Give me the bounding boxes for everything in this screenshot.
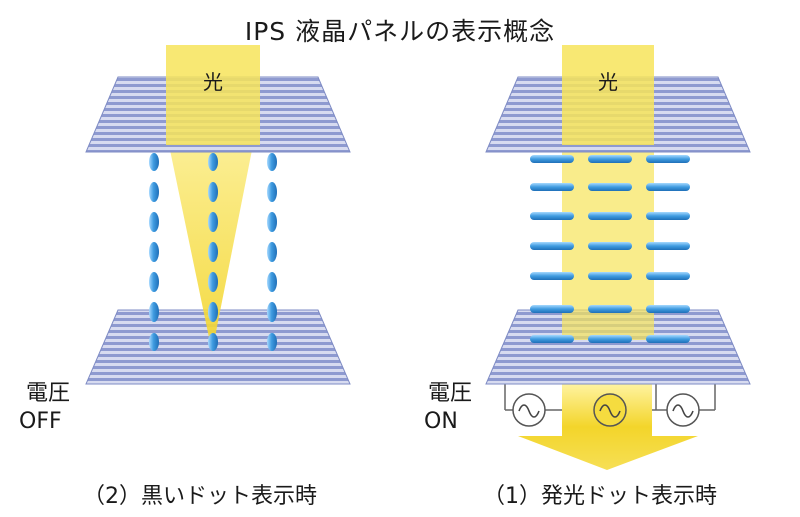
ac-source-icon xyxy=(666,393,700,427)
left-caption: （2）黒いドット表示時 xyxy=(83,484,317,509)
left-panel: 光 xyxy=(85,45,351,385)
right-light-beam xyxy=(562,45,654,145)
right-light-label: 光 xyxy=(598,70,618,94)
left-light-label: 光 xyxy=(203,70,223,94)
left-voltage-state: OFF xyxy=(19,409,62,434)
left-voltage-label: 電圧 xyxy=(26,381,71,406)
left-liquid-crystal-columns xyxy=(149,153,277,351)
diagram-title: IPS 液晶パネルの表示概念 xyxy=(244,17,556,46)
ac-source-icon xyxy=(593,393,627,427)
lc-column xyxy=(149,153,159,351)
right-caption: （1）発光ドット表示時 xyxy=(483,484,717,509)
right-voltage-label: 電圧 xyxy=(428,381,473,406)
right-voltage-state: ON xyxy=(424,409,458,434)
output-arrow xyxy=(518,384,698,470)
lc-column xyxy=(267,153,277,351)
right-panel: 光 xyxy=(485,45,751,470)
left-light-beam xyxy=(166,45,260,145)
left-bottom-polarizer xyxy=(85,309,351,385)
ac-source-icon xyxy=(512,393,546,427)
right-liquid-crystal-rows xyxy=(530,155,690,343)
lc-column xyxy=(208,153,218,351)
